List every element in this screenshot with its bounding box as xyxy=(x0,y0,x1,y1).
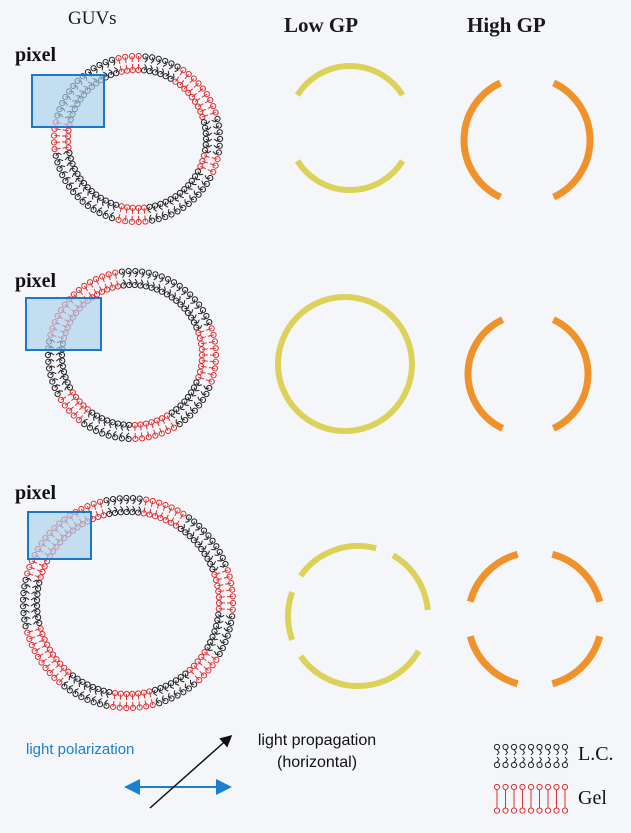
low-gp-arc-4-row3 xyxy=(288,592,292,640)
high-gp-arc-right-row2 xyxy=(553,320,588,429)
low-gp-ring-row2 xyxy=(278,297,412,431)
low-gp-arc-bottom-row1 xyxy=(297,161,402,190)
pixel-box-row1 xyxy=(32,75,104,127)
legend-gel-icon xyxy=(494,784,567,813)
low-gp-arc-2-row3 xyxy=(393,555,428,610)
low-gp-arc-3-row3 xyxy=(301,651,419,686)
propagation-label-line1: light propagation xyxy=(222,731,412,751)
high-gp-arc-left-row1 xyxy=(464,83,500,197)
legend-gel-label: Gel xyxy=(578,787,607,810)
propagation-arrow xyxy=(150,737,230,808)
guv-row2 xyxy=(45,268,218,441)
high-gp-arc-1-row3 xyxy=(470,554,517,601)
legend-lc-label: L.C. xyxy=(578,743,614,766)
legend-lc-icon xyxy=(494,744,567,767)
high-gp-arc-3-row3 xyxy=(552,636,599,683)
high-gp-arc-left-row2 xyxy=(468,320,503,429)
propagation-label-line2: (horizontal) xyxy=(222,753,412,773)
pixel-box-row2 xyxy=(26,298,101,350)
high-gp-arc-4-row3 xyxy=(470,636,517,683)
high-gp-arc-2-row3 xyxy=(552,554,599,601)
pixel-box-row3 xyxy=(28,512,91,559)
low-gp-arc-top-row1 xyxy=(297,66,402,95)
high-gp-arc-right-row1 xyxy=(554,83,590,197)
low-gp-arc-1-row3 xyxy=(301,546,376,576)
polarization-label: light polarization xyxy=(26,741,134,758)
